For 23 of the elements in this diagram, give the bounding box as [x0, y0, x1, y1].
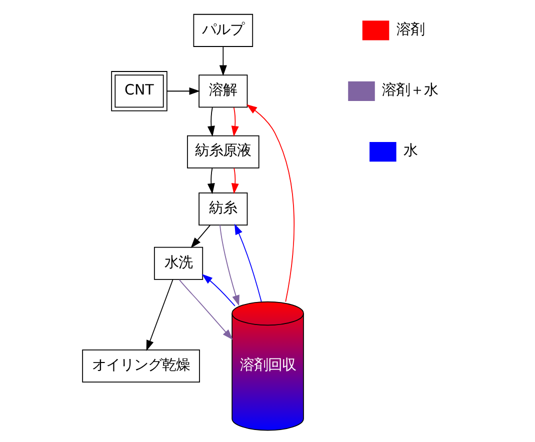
node-box: オイリング乾燥 — [82, 350, 200, 383]
node-box: 紡糸 — [198, 192, 248, 226]
arrow — [190, 224, 210, 248]
arrow — [246, 104, 294, 302]
arrow — [218, 46, 226, 76]
legend-label: 溶剤＋水 — [382, 82, 438, 99]
node-box: 水洗 — [153, 246, 203, 280]
arrow — [219, 224, 239, 306]
arrow — [206, 168, 214, 194]
arrow — [146, 279, 173, 351]
arrow — [178, 279, 232, 340]
arrow — [234, 224, 262, 302]
arrow — [230, 168, 238, 194]
arrow — [201, 274, 235, 306]
node-box: パルプ — [192, 14, 253, 47]
legend-label: 溶剤 — [396, 22, 424, 38]
arrow — [206, 107, 214, 137]
node-box: 紡糸原液 — [186, 135, 259, 168]
node-box: CNT — [110, 71, 167, 112]
arrow — [166, 87, 200, 95]
legend-label: 水 — [402, 143, 417, 160]
arrow — [230, 107, 238, 137]
node-box: 溶解 — [198, 74, 248, 108]
